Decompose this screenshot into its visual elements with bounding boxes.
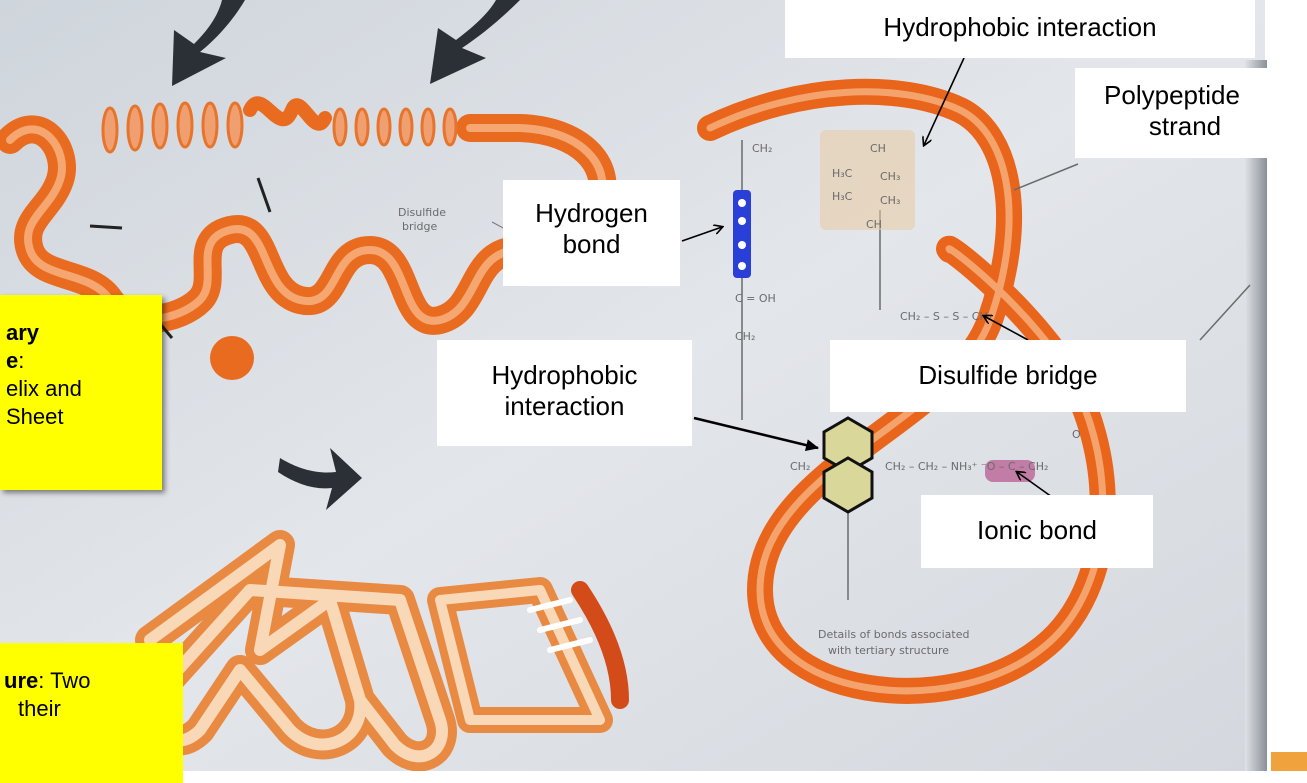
hydrogen-bond-mark [733,190,751,278]
svg-text:O: O [1072,428,1081,441]
disulfide-small-label-2: bridge [402,220,438,233]
label-hydrogen-line1: Hydrogen [535,198,648,228]
svg-text:CH₂ – CH₂ – NH₃⁺ ⁻O – C – CH₂: CH₂ – CH₂ – NH₃⁺ ⁻O – C – CH₂ [885,460,1048,473]
label-hydrophobic-interaction-top-text: Hydrophobic interaction [883,12,1157,42]
secondary-callout-line1: ary [6,320,40,345]
label-hydrogen-bond: Hydrogen bond [503,180,680,286]
secondary-callout-line4: Sheet [6,404,64,429]
figure-caption-line2: with tertiary structure [828,644,949,657]
svg-text:C = OH: C = OH [735,292,776,305]
label-polypeptide-strand: Polypeptide strand [1075,68,1269,158]
pointer-ionic [1017,472,1053,498]
svg-text:CH₃: CH₃ [880,194,900,207]
large-curved-arrows [172,0,520,510]
svg-text:CH: CH [870,142,886,155]
disulfide-small-label-1: Disulfide [398,206,446,219]
svg-text:CH₂: CH₂ [735,330,755,343]
svg-text:H₃C: H₃C [832,167,853,180]
label-hydrophobic-interaction-mid: Hydrophobic interaction [437,340,692,446]
quaternary-callout-line1: ure: Two [4,668,91,693]
figure-caption-line1: Details of bonds associated [818,628,969,641]
svg-text:CH₂: CH₂ [752,142,772,155]
pointer-hydrophobic-top [924,57,965,145]
label-disulfide-bridge: Disulfide bridge [830,340,1186,412]
label-hydrogen-line2: bond [562,229,621,259]
label-hydrophobic-mid-line2: interaction [504,391,625,421]
svg-text:CH₂ – S – S – CH₂: CH₂ – S – S – CH₂ [900,310,992,323]
label-pointers [681,57,1053,498]
quaternary-callout-line2: their [18,696,61,721]
label-hydrophobic-mid-line1: Hydrophobic [491,360,638,390]
secondary-callout-line2: e: [6,348,25,373]
hydrophobic-ring-pair [822,416,874,514]
photo-right-edge [1245,60,1267,771]
label-polypeptide-line2: strand [1148,111,1222,141]
pointer-disulfide [984,316,1029,341]
pointer-hydrogen-bond [681,227,722,242]
svg-text:H₃C: H₃C [832,190,853,203]
label-ionic-bond-text: Ionic bond [977,515,1097,545]
label-hydrophobic-interaction-top: Hydrophobic interaction [785,0,1255,58]
label-polypeptide-line1: Polypeptide [1104,80,1240,110]
secondary-structure-coil [0,96,617,380]
secondary-callout-line3: elix and [6,376,82,401]
label-ionic-bond: Ionic bond [921,495,1153,568]
svg-text:CH₃: CH₃ [880,170,900,183]
hydrophobic-cluster-background [820,130,915,230]
label-disulfide-bridge-text: Disulfide bridge [918,360,1098,390]
chemistry-formulas: CH₂ C = OH CH₂ CH H₃C CH₃ H₃C CH₃ CH CH₂… [735,142,1081,473]
quaternary-structure-callout: ure: Two their [0,643,183,783]
secondary-structure-callout: ary e: elix and Sheet [0,295,162,490]
pointer-hydrophobic-mid [693,416,819,452]
svg-text:CH: CH [866,218,882,231]
svg-text:CH₂: CH₂ [790,460,810,473]
orange-corner-accent [1271,752,1307,771]
